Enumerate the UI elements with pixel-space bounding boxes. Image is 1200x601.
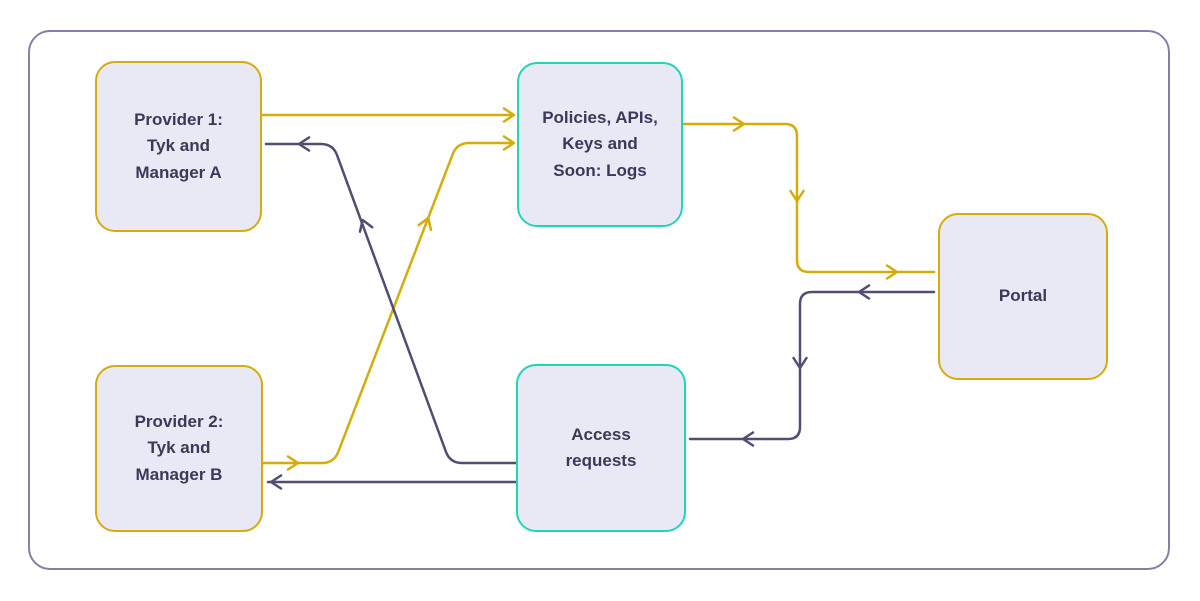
- arrowhead-chevron-icon: [741, 431, 755, 447]
- arrowhead-chevron-icon: [502, 107, 516, 123]
- arrowhead-chevron-icon: [297, 136, 311, 152]
- edge-line: [688, 290, 936, 441]
- edge-provider-2-to-policies: [261, 135, 516, 471]
- arrowhead-chevron-icon: [885, 264, 899, 280]
- node-provider-2: Provider 2: Tyk and Manager B: [95, 365, 263, 532]
- edge-line: [261, 141, 513, 465]
- node-portal: Portal: [938, 213, 1108, 380]
- node-access-requests: Access requests: [516, 364, 686, 532]
- node-provider-2-label: Provider 2: Tyk and Manager B: [134, 411, 224, 484]
- node-policies-apis-keys-logs: Policies, APIs, Keys and Soon: Logs: [517, 62, 683, 227]
- edge-line: [681, 122, 936, 274]
- edge-access-requests-to-provider-1: [264, 136, 518, 465]
- node-access-requests-label: Access requests: [565, 424, 637, 470]
- arrowhead-chevron-icon: [417, 216, 433, 231]
- arrowhead-chevron-icon: [732, 116, 746, 132]
- edge-line: [264, 142, 518, 465]
- node-provider-1-label: Provider 1: Tyk and Manager A: [134, 109, 223, 182]
- arrowhead-chevron-icon: [792, 356, 808, 370]
- edge-policies-to-portal: [681, 116, 936, 280]
- arrowhead-chevron-icon: [269, 474, 283, 490]
- arrowhead-chevron-icon: [857, 284, 871, 300]
- arrowhead-chevron-icon: [789, 189, 805, 203]
- arrowhead-chevron-icon: [358, 218, 374, 233]
- arrowhead-chevron-icon: [502, 135, 516, 151]
- node-provider-1: Provider 1: Tyk and Manager A: [95, 61, 262, 232]
- edge-access-requests-to-provider-2: [266, 474, 518, 490]
- edge-portal-to-access-requests: [688, 284, 936, 447]
- node-portal-label: Portal: [998, 286, 1048, 306]
- node-policies-label: Policies, APIs, Keys and Soon: Logs: [542, 107, 658, 180]
- arrowhead-chevron-icon: [286, 455, 300, 471]
- edge-provider-1-to-policies: [260, 107, 516, 123]
